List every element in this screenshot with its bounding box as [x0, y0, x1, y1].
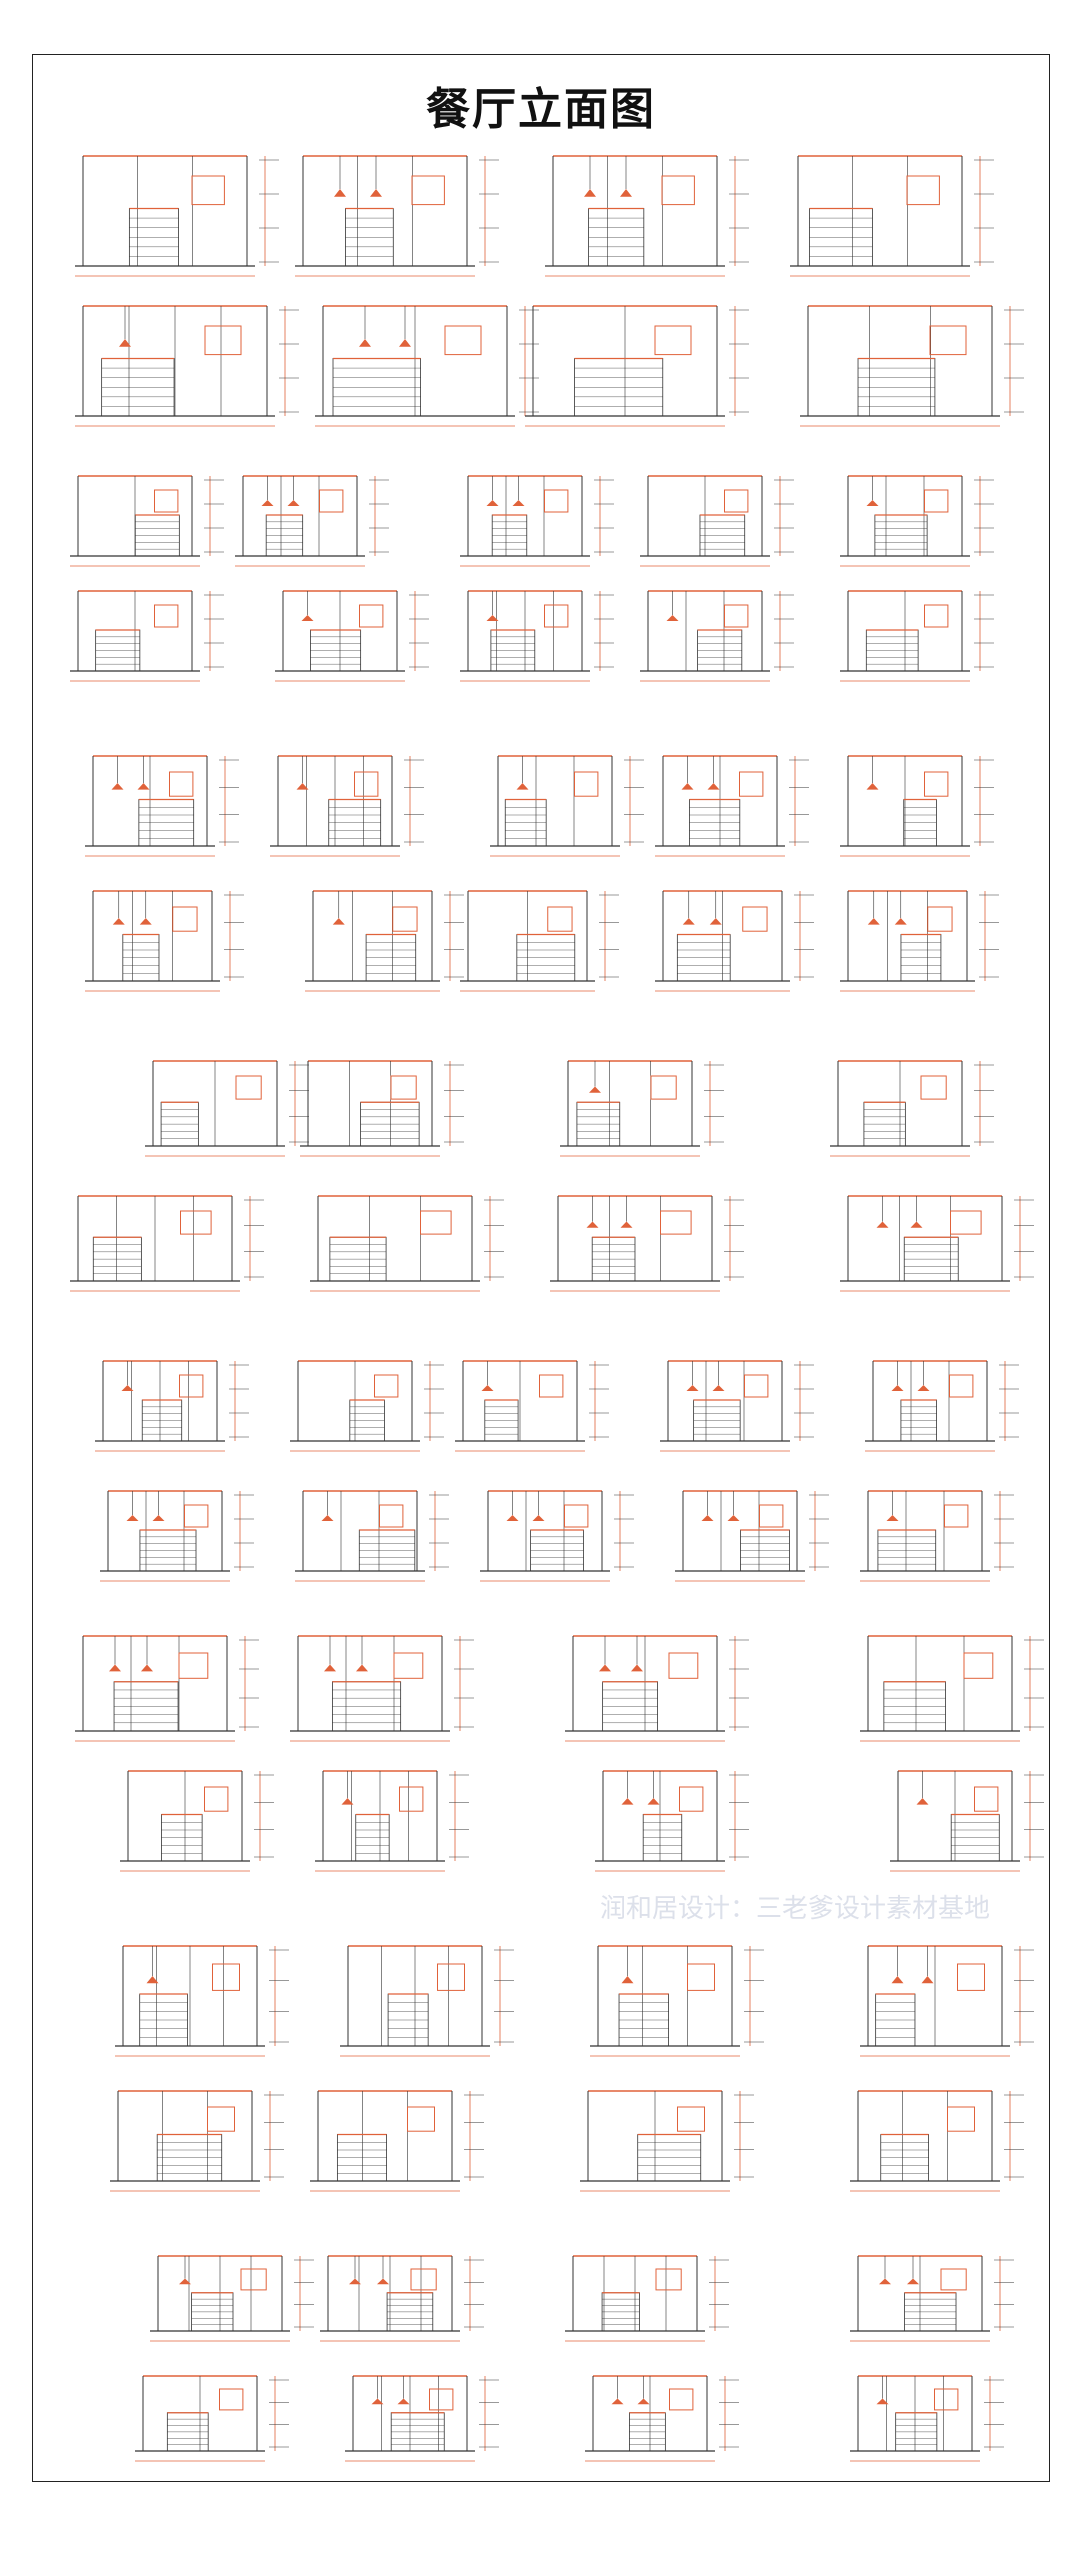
elevation-drawing-12 — [640, 470, 800, 582]
elevation-drawing-67 — [135, 2370, 295, 2477]
elevation-drawing-37 — [95, 1355, 255, 1467]
elevation-drawing-33 — [70, 1190, 270, 1307]
elevation-drawing-11 — [460, 470, 620, 582]
elevation-drawing-2 — [295, 150, 505, 292]
drawing-sheet: 餐厅立面图 — [32, 54, 1050, 2482]
elevation-drawing-24 — [85, 885, 250, 1007]
elevation-drawing-36 — [840, 1190, 1040, 1307]
elevation-drawing-69 — [585, 2370, 745, 2477]
elevation-drawing-16 — [460, 585, 620, 697]
elevation-drawing-6 — [315, 300, 545, 442]
elevation-drawing-5 — [75, 300, 305, 442]
elevation-drawing-19 — [85, 750, 245, 872]
elevation-drawing-46 — [860, 1485, 1020, 1597]
elevation-drawing-59 — [110, 2085, 290, 2207]
elevation-drawing-31 — [560, 1055, 730, 1172]
elevation-drawing-30 — [300, 1055, 470, 1172]
elevation-drawing-8 — [800, 300, 1030, 442]
elevation-drawing-17 — [640, 585, 800, 697]
elevation-drawing-20 — [270, 750, 430, 872]
elevation-drawing-57 — [590, 1940, 770, 2072]
elevation-drawing-23 — [840, 750, 1000, 872]
elevation-drawing-55 — [115, 1940, 295, 2072]
elevation-drawing-35 — [550, 1190, 750, 1307]
elevation-drawing-70 — [850, 2370, 1010, 2477]
watermark: 润和居设计：三老爹设计素材基地 — [600, 1894, 991, 1924]
elevation-drawing-58 — [860, 1940, 1040, 2072]
elevation-drawing-9 — [70, 470, 230, 582]
elevation-drawing-54 — [890, 1765, 1050, 1887]
elevation-drawing-61 — [580, 2085, 760, 2207]
elevation-drawing-52 — [315, 1765, 475, 1887]
elevation-drawing-60 — [310, 2085, 490, 2207]
elevation-drawing-62 — [850, 2085, 1030, 2207]
elevation-drawing-25 — [305, 885, 470, 1007]
elevation-drawing-34 — [310, 1190, 510, 1307]
page-title: 餐厅立面图 — [426, 84, 656, 135]
elevation-drawing-29 — [145, 1055, 315, 1172]
elevation-drawing-3 — [545, 150, 755, 292]
elevation-drawing-15 — [275, 585, 435, 697]
elevation-drawing-63 — [150, 2250, 320, 2357]
elevation-drawing-44 — [480, 1485, 640, 1597]
elevation-drawing-28 — [840, 885, 1005, 1007]
elevation-drawing-42 — [100, 1485, 260, 1597]
elevation-drawing-1 — [75, 150, 285, 292]
elevation-drawing-51 — [120, 1765, 280, 1887]
elevation-drawing-40 — [660, 1355, 820, 1467]
elevation-drawing-47 — [75, 1630, 265, 1757]
elevation-drawing-14 — [70, 585, 230, 697]
elevation-drawing-13 — [840, 470, 1000, 582]
elevation-drawing-66 — [850, 2250, 1020, 2357]
elevation-drawing-64 — [320, 2250, 490, 2357]
elevation-drawing-49 — [565, 1630, 755, 1757]
elevation-drawing-41 — [865, 1355, 1025, 1467]
elevation-drawing-26 — [460, 885, 625, 1007]
elevation-drawing-53 — [595, 1765, 755, 1887]
elevation-drawing-18 — [840, 585, 1000, 697]
elevation-drawing-50 — [860, 1630, 1050, 1757]
elevation-drawing-65 — [565, 2250, 735, 2357]
elevation-drawing-56 — [340, 1940, 520, 2072]
elevation-drawing-68 — [345, 2370, 505, 2477]
elevation-drawing-4 — [790, 150, 1000, 292]
elevation-drawing-38 — [290, 1355, 450, 1467]
elevation-drawing-27 — [655, 885, 820, 1007]
elevation-drawing-43 — [295, 1485, 455, 1597]
elevation-drawing-48 — [290, 1630, 480, 1757]
elevation-drawing-45 — [675, 1485, 835, 1597]
elevation-drawing-39 — [455, 1355, 615, 1467]
elevation-drawing-22 — [655, 750, 815, 872]
elevation-drawing-7 — [525, 300, 755, 442]
elevation-drawing-32 — [830, 1055, 1000, 1172]
elevation-drawing-21 — [490, 750, 650, 872]
elevation-drawing-10 — [235, 470, 395, 582]
